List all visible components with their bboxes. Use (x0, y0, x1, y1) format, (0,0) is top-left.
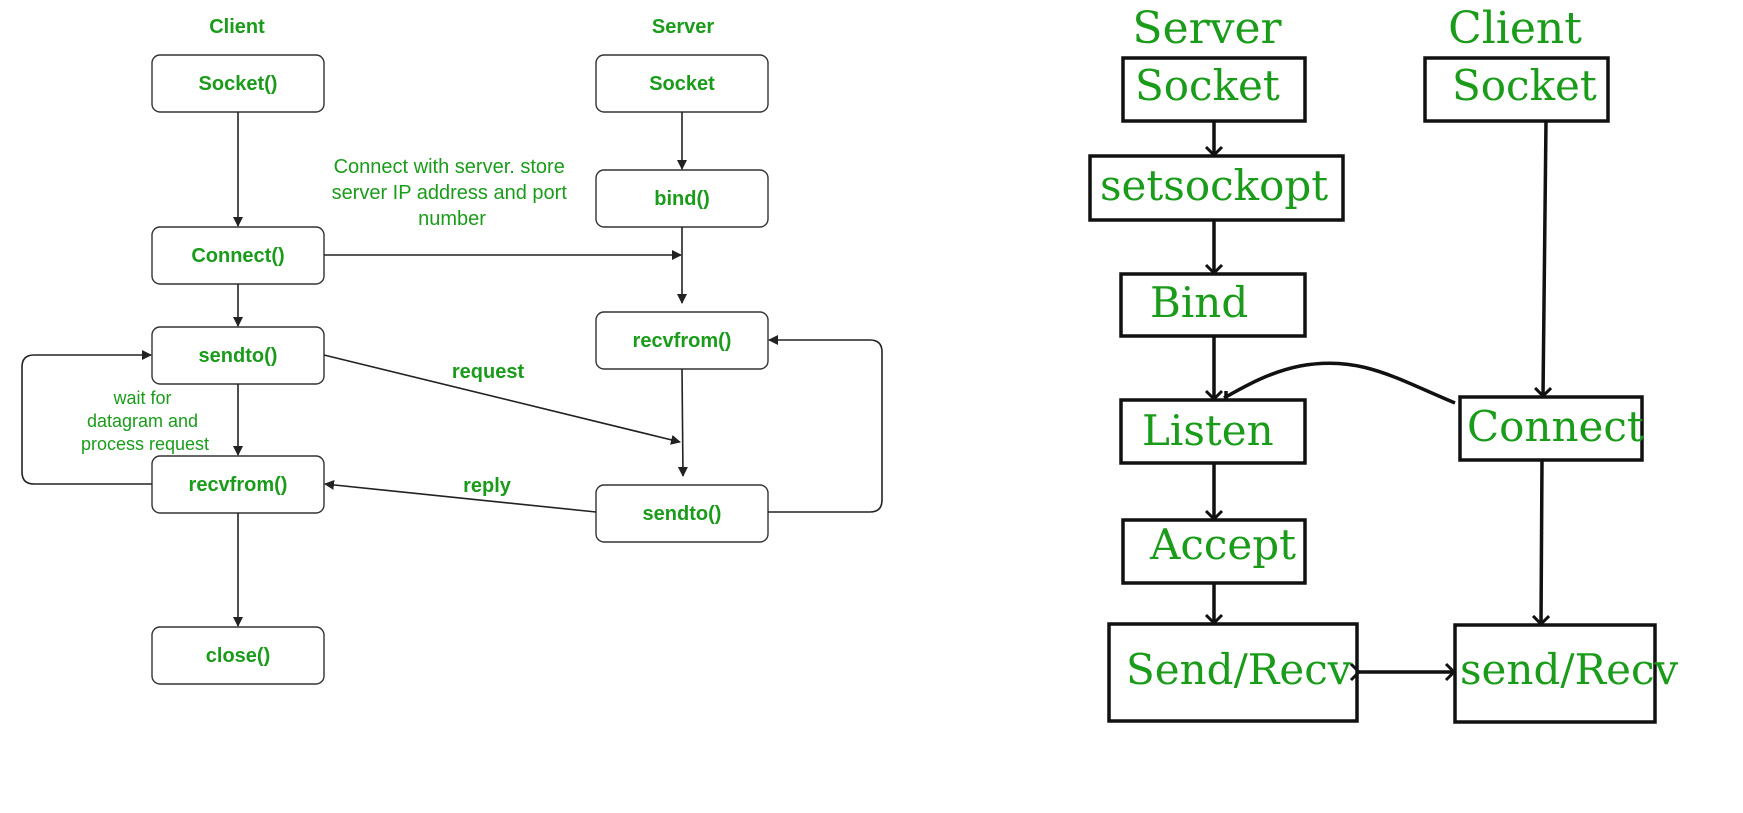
left-client-socket-box: Socket() (151, 54, 325, 113)
right-server-sendrecv-label: Send/Recv (1126, 645, 1352, 694)
right-listen-box: Listen (1119, 398, 1307, 465)
right-connect-box: Connect (1458, 395, 1644, 462)
left-client-recvfrom-box: recvfrom() (151, 455, 325, 514)
left-client-sendto-box: sendto() (151, 326, 325, 385)
left-server-socket-box: Socket (595, 54, 769, 113)
left-server-sendto-label: sendto() (643, 503, 722, 525)
right-setsockopt-box: setsockopt (1088, 154, 1345, 222)
arrow-recvfrom-to-sendto (677, 368, 688, 477)
loop-server-sendto-to-recvfrom (768, 335, 883, 513)
left-request-label: request (452, 361, 525, 383)
left-client-socket-label: Socket() (199, 73, 278, 95)
right-accept-label: Accept (1149, 520, 1296, 569)
left-header-client: Client (209, 16, 265, 38)
left-server-bind-box: bind() (595, 169, 769, 228)
left-client-close-box: close() (151, 626, 325, 685)
left-wait-note: wait for datagram and process request (81, 388, 209, 454)
left-header-server: Server (652, 16, 714, 38)
loop-client-recvfrom-to-sendto (21, 350, 152, 485)
curve-connect-to-listen (1223, 361, 1456, 405)
left-client-sendto-label: sendto() (199, 345, 278, 367)
right-client-socket-label: Socket (1452, 61, 1597, 110)
arrow-request (323, 354, 681, 445)
right-connect-label: Connect (1467, 402, 1644, 451)
right-server-sendrecv-box: Send/Recv (1107, 622, 1359, 723)
right-setsockopt-label: setsockopt (1100, 161, 1328, 210)
right-client-sendrecv-box: send/Recv (1453, 623, 1678, 724)
right-listen-label: Listen (1142, 406, 1274, 455)
right-bind-box: Bind (1119, 272, 1307, 338)
left-server-socket-label: Socket (649, 73, 715, 95)
left-server-bind-label: bind() (654, 188, 710, 210)
arrow-client-socket-to-connect (1534, 120, 1553, 399)
left-server-recvfrom-box: recvfrom() (595, 311, 769, 370)
arrow-connect-to-sendrecv (1531, 459, 1551, 627)
right-bind-label: Bind (1150, 278, 1248, 327)
right-header-server: Server (1132, 3, 1282, 54)
right-client-socket-box: Socket (1423, 56, 1610, 123)
arrow-reply (324, 479, 597, 513)
left-client-connect-box: Connect() (151, 226, 325, 285)
right-accept-box: Accept (1121, 518, 1307, 585)
left-client-connect-label: Connect() (191, 245, 284, 267)
left-connect-note: Connect with server. store server IP add… (332, 156, 573, 230)
right-server-socket-label: Socket (1135, 61, 1280, 110)
left-server-sendto-box: sendto() (595, 484, 769, 543)
left-reply-label: reply (463, 475, 512, 497)
left-server-recvfrom-label: recvfrom() (633, 330, 732, 352)
tcp-flow-diagram: Server Client Socket setsockopt Bind Lis… (1088, 3, 1678, 724)
right-server-socket-box: Socket (1121, 56, 1307, 123)
udp-flow-diagram: Client Server Socket() Socket bind() Con… (21, 16, 883, 685)
left-client-recvfrom-label: recvfrom() (189, 474, 288, 496)
right-header-client: Client (1448, 3, 1582, 54)
left-client-close-label: close() (206, 645, 270, 667)
right-client-sendrecv-label: send/Recv (1460, 645, 1678, 694)
